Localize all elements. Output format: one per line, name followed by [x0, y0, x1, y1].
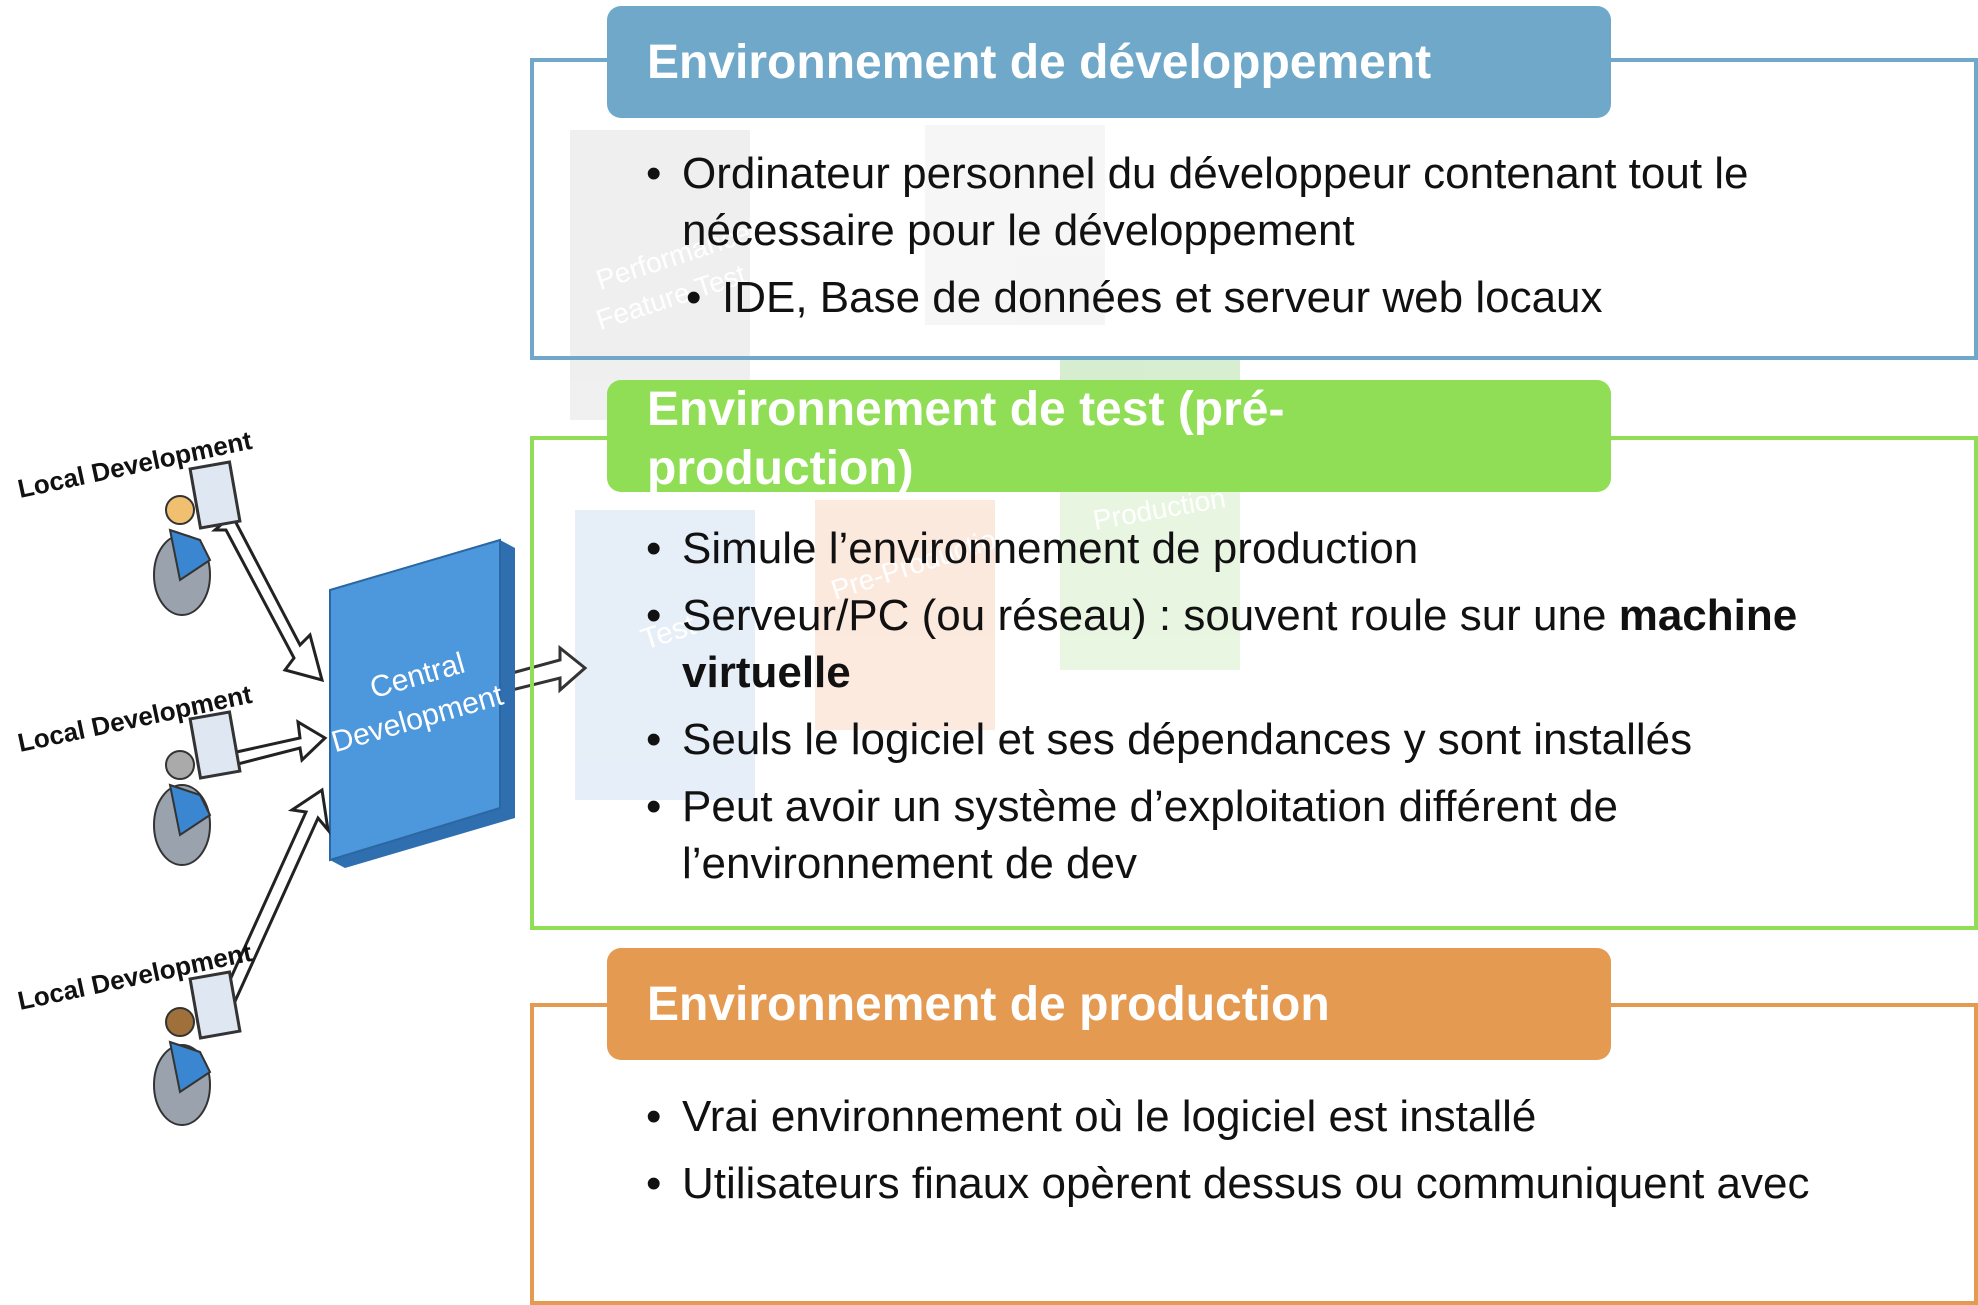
dev-sub-bullet: IDE, Base de données et serveur web loca… [680, 269, 1938, 326]
local-to-central-arrows [211, 512, 331, 1011]
test-bullet: Seuls le logiciel et ses dépendances y s… [640, 711, 1938, 768]
monitor-icon [188, 710, 242, 780]
person-icon [165, 1007, 195, 1037]
dev-environment-title: Environnement de développement [607, 6, 1611, 118]
central-development-block: Central Development [328, 538, 515, 868]
dev-environment-body: Ordinateur personnel du développeur cont… [640, 145, 1938, 336]
test-bullet-server: Serveur/PC (ou réseau) : souvent roule s… [640, 587, 1938, 701]
prod-bullet: Utilisateurs finaux opèrent dessus ou co… [640, 1155, 1938, 1212]
test-title-text: Environnement de test (pré-production) [647, 383, 1285, 495]
test-environment-body: Simule l’environnement de production Ser… [640, 520, 1938, 902]
test-environment-title: Environnement de test (pré-production) [607, 380, 1611, 495]
prod-environment-body: Vrai environnement où le logiciel est in… [640, 1088, 1938, 1222]
arrow-middle [230, 719, 328, 767]
dev-bullet: Ordinateur personnel du développeur cont… [640, 145, 1938, 259]
prod-environment-title: Environnement de production [607, 948, 1611, 1060]
person-icon [165, 750, 195, 780]
local-developer-3: Local Development [15, 937, 255, 1126]
prod-title-text: Environnement de production [647, 977, 1330, 1031]
arrow-bottom [218, 787, 331, 1011]
dev-title-text: Environnement de développement [647, 35, 1432, 89]
person-icon [165, 495, 195, 525]
arrow-top [211, 512, 325, 683]
server-bullet-bold: machine virtuelle [682, 591, 1798, 697]
monitor-icon [188, 970, 242, 1040]
test-bullet: Simule l’environnement de production [640, 520, 1938, 577]
server-bullet-text: Serveur/PC (ou réseau) : souvent roule s… [682, 591, 1619, 640]
prod-bullet: Vrai environnement où le logiciel est in… [640, 1088, 1938, 1145]
monitor-icon [188, 460, 242, 530]
local-developer-1: Local Development [15, 425, 255, 616]
local-developer-2: Local Development [15, 679, 255, 866]
test-bullet: Peut avoir un système d’exploitation dif… [640, 778, 1938, 892]
